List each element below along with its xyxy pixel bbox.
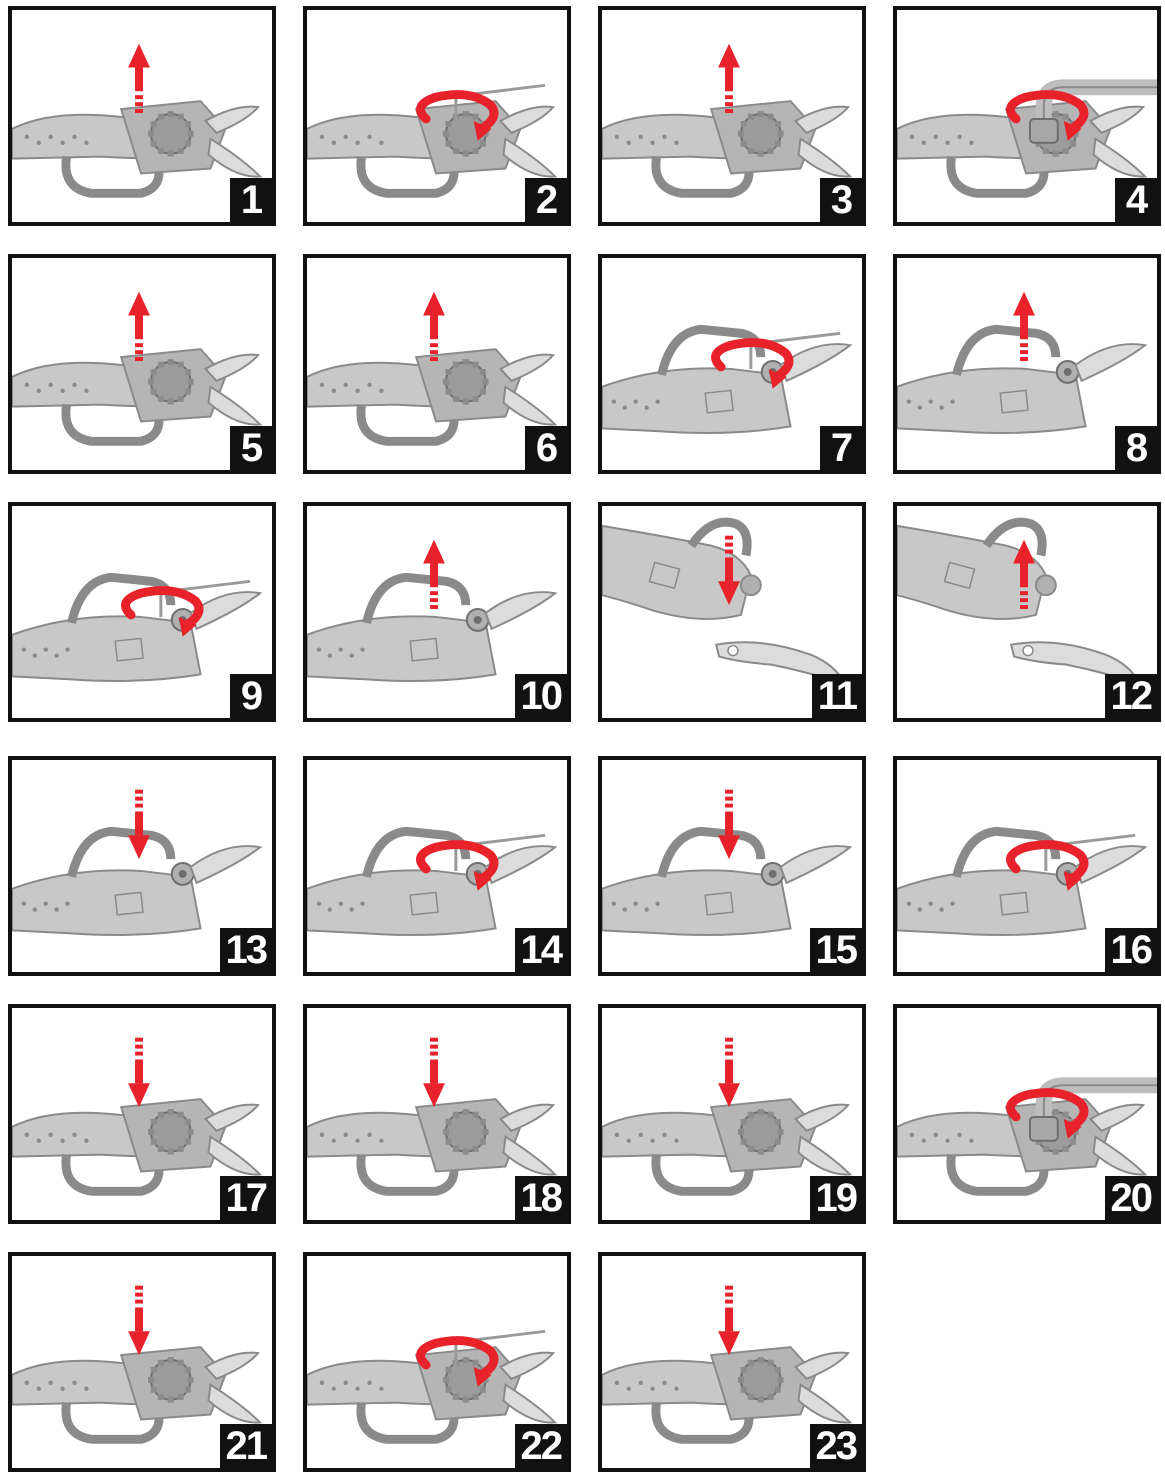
step-number: 1	[230, 178, 272, 222]
step-panel: 10	[303, 502, 571, 722]
step-panel: 21	[8, 1252, 276, 1472]
arrow-down-icon	[423, 1038, 445, 1107]
step-panel: 13	[8, 756, 276, 976]
arrow-up-icon	[128, 292, 150, 361]
step-number: 14	[515, 928, 568, 972]
arrow-down-icon	[718, 1286, 740, 1355]
arrow-down-icon	[718, 1038, 740, 1107]
step-panel: 20	[893, 1004, 1161, 1224]
arrow-down-icon	[128, 1038, 150, 1107]
step-number: 20	[1105, 1176, 1158, 1220]
step-panel: 11	[598, 502, 866, 722]
step-panel: 15	[598, 756, 866, 976]
step-panel: 2	[303, 6, 571, 226]
step-number: 11	[812, 674, 862, 718]
step-number: 23	[810, 1424, 863, 1468]
step-panel: 12	[893, 502, 1161, 722]
step-panel: 7	[598, 254, 866, 474]
arrow-down-icon	[128, 1286, 150, 1355]
arrow-up-icon	[423, 292, 445, 361]
step-number: 10	[515, 674, 568, 718]
step-number: 17	[220, 1176, 273, 1220]
step-number: 7	[820, 426, 862, 470]
step-number: 5	[230, 426, 272, 470]
step-number: 21	[220, 1424, 273, 1468]
step-number: 12	[1105, 674, 1158, 718]
step-number: 6	[525, 426, 567, 470]
step-number: 19	[810, 1176, 863, 1220]
step-panel: 3	[598, 6, 866, 226]
step-number: 16	[1105, 928, 1158, 972]
step-panel: 8	[893, 254, 1161, 474]
arrow-up-icon	[718, 44, 740, 113]
arrow-down-icon	[718, 790, 740, 859]
step-panel: 16	[893, 756, 1161, 976]
step-panel: 18	[303, 1004, 571, 1224]
step-panel: 19	[598, 1004, 866, 1224]
step-panel: 22	[303, 1252, 571, 1472]
step-number: 2	[525, 178, 567, 222]
arrow-up-icon	[128, 44, 150, 113]
step-panel: 4	[893, 6, 1161, 226]
step-number: 13	[220, 928, 273, 972]
step-panel: 9	[8, 502, 276, 722]
arrow-up-icon	[1013, 292, 1035, 361]
step-number: 9	[230, 674, 272, 718]
step-number: 18	[515, 1176, 568, 1220]
step-number: 8	[1115, 426, 1157, 470]
step-number: 15	[810, 928, 863, 972]
step-panel: 23	[598, 1252, 866, 1472]
step-panel: 1	[8, 6, 276, 226]
step-number: 3	[820, 178, 862, 222]
step-number: 22	[515, 1424, 568, 1468]
arrow-up-icon	[423, 540, 445, 609]
step-panel: 5	[8, 254, 276, 474]
step-panel: 6	[303, 254, 571, 474]
step-panel: 14	[303, 756, 571, 976]
arrow-down-icon	[128, 790, 150, 859]
step-panel: 17	[8, 1004, 276, 1224]
step-number: 4	[1115, 178, 1157, 222]
